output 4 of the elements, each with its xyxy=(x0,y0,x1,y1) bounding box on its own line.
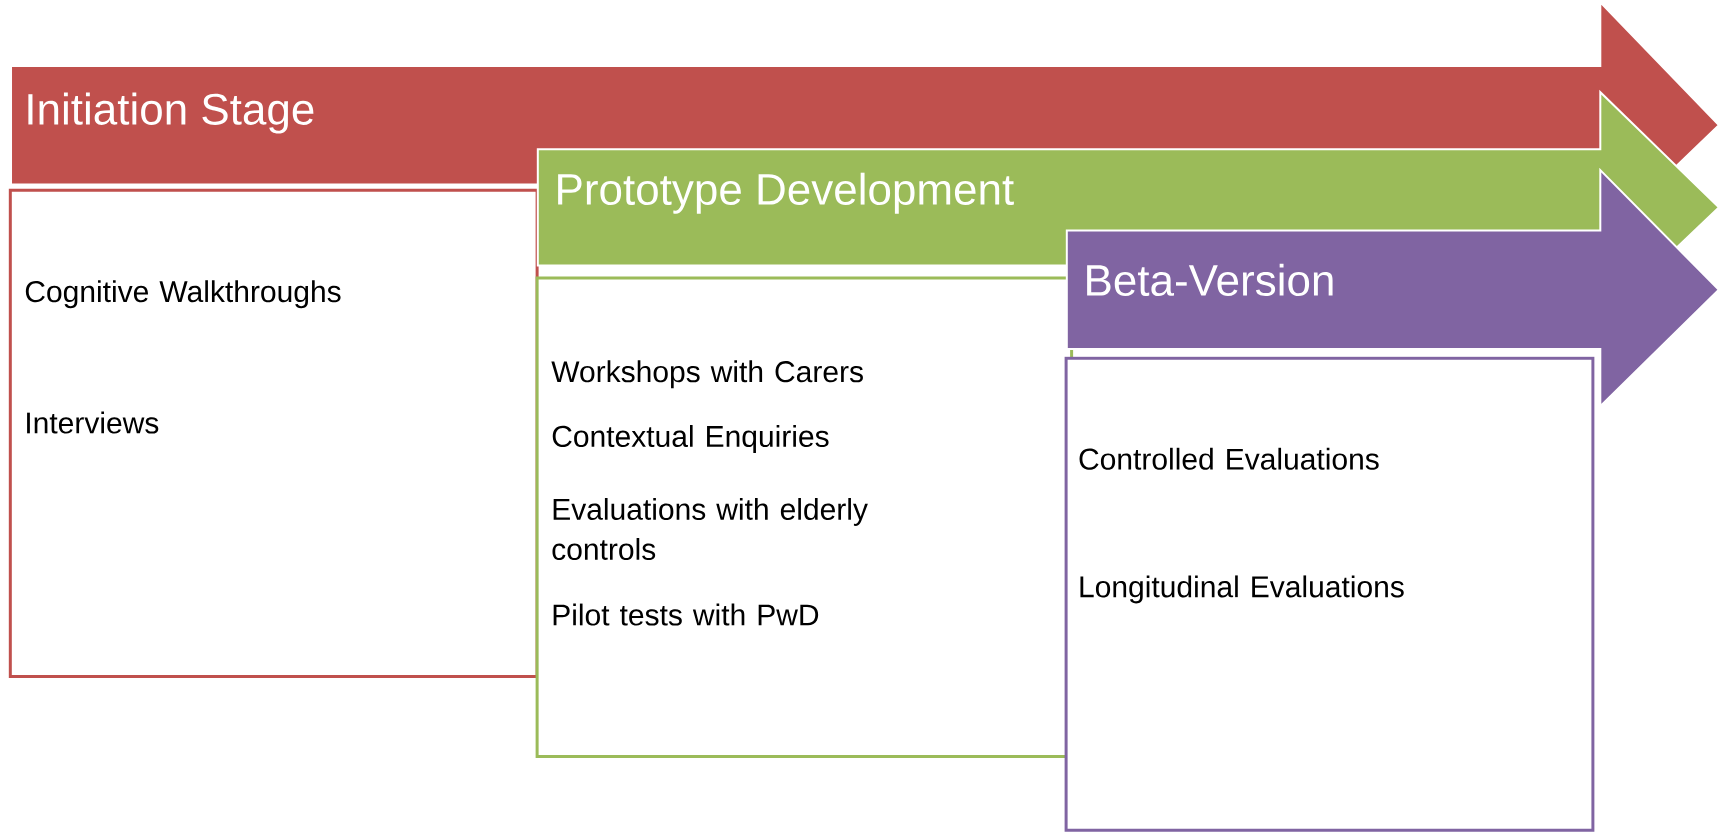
activity-box: Controlled Evaluations Longitudinal Evaluations xyxy=(1064,356,1595,832)
stage-banner: Beta-Version xyxy=(1065,167,1721,409)
activity-box: Workshops with Carers Contextual Enquiries Evaluations with elderly controls Pilot tests with PwD xyxy=(535,276,1074,759)
activity-box: Cognitive Walkthroughs Interviews xyxy=(8,188,539,678)
